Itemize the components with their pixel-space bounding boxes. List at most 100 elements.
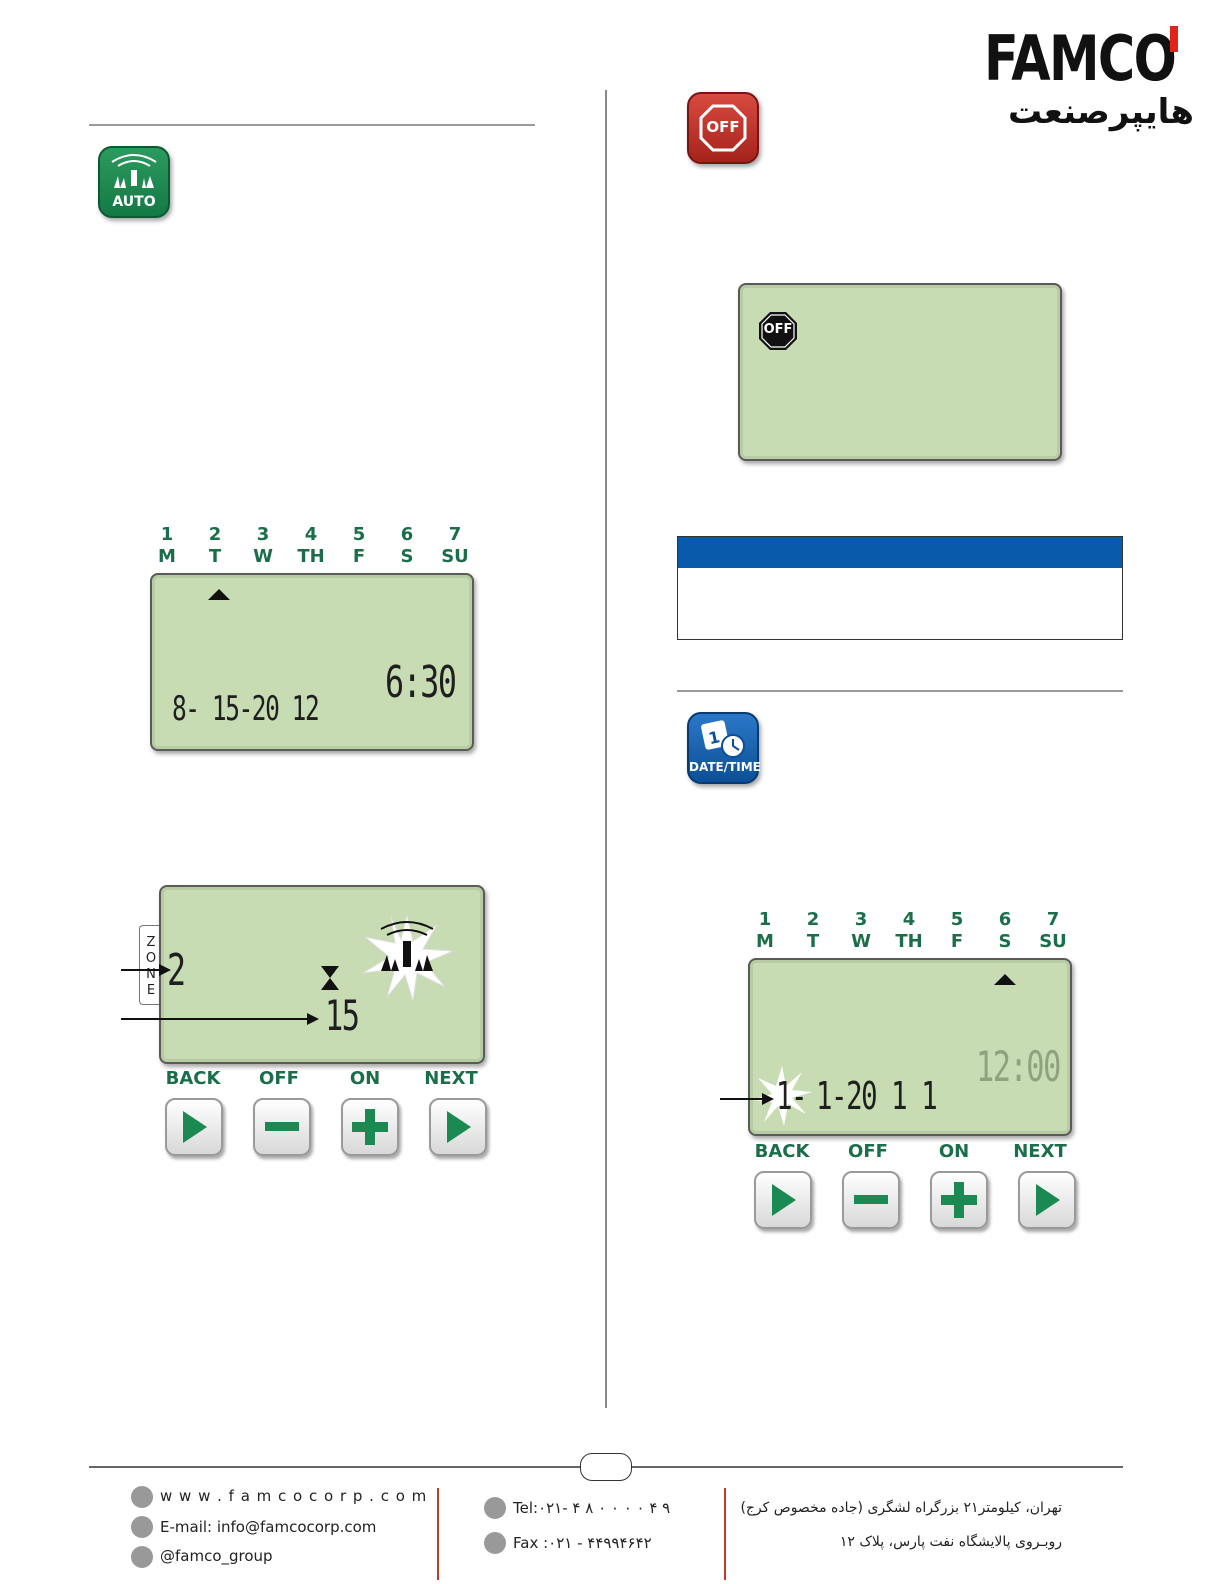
next-label: NEXT (1013, 1141, 1067, 1162)
zone-label: Z O N E (145, 935, 157, 998)
duration-value: 15 (325, 991, 360, 1040)
footer-address-line2: روبـروی پالایشگاه نفت پارس، پلاک ۱۲ (839, 1534, 1062, 1550)
page-number-tab (580, 1453, 632, 1481)
back-label: BACK (754, 1141, 810, 1162)
note-header-bar (678, 537, 1122, 568)
hourglass-icon (319, 965, 341, 995)
back-button[interactable] (165, 1098, 223, 1156)
note-box (677, 536, 1123, 640)
button-labels-right: BACK OFF ON NEXT (739, 1141, 1083, 1162)
minus-icon (265, 1122, 299, 1131)
day-indicator-icon (994, 974, 1016, 985)
duration-arrow (121, 1011, 321, 1030)
lcd-time-dim: 12:00 (976, 1042, 1061, 1091)
play-icon (772, 1184, 796, 1216)
web-icon (131, 1486, 153, 1508)
play-icon (183, 1111, 207, 1143)
calendar-clock-icon: 1 (701, 720, 745, 758)
footer-divider-1 (437, 1488, 439, 1580)
svg-text:1: 1 (707, 727, 722, 748)
auto-mode-icon: AUTO (98, 146, 170, 218)
play-icon (1036, 1184, 1060, 1216)
on-button[interactable] (341, 1098, 399, 1156)
next-button[interactable] (429, 1098, 487, 1156)
flash-burst-icon (752, 1066, 812, 1130)
lcd-off-stop-icon: OFF (758, 311, 798, 351)
zone-number: 2 (167, 945, 186, 996)
footer-email[interactable]: E-mail: info@famcocorp.com (160, 1518, 377, 1536)
minus-icon (854, 1195, 888, 1204)
logo-power-icon (1170, 26, 1178, 52)
off-label: OFF (848, 1141, 888, 1162)
zone-tab (139, 925, 160, 1005)
sprinkler-flash-icon (357, 911, 457, 1007)
off-icon-label: OFF (706, 118, 740, 136)
logo-subtitle: هایپرصنعت (1007, 92, 1194, 132)
off-label: OFF (259, 1068, 299, 1089)
right-mid-rule (677, 690, 1123, 692)
on-label: ON (938, 1141, 970, 1162)
button-row-right (754, 1171, 1076, 1229)
lcd-zone-display: Z O N E 2 15 (146, 885, 485, 1064)
left-top-rule (89, 124, 535, 126)
plus-icon (352, 1109, 388, 1145)
back-button[interactable] (754, 1171, 812, 1229)
day-indicator-icon (208, 589, 230, 600)
plus-icon (941, 1182, 977, 1218)
fax-icon (484, 1532, 506, 1554)
lcd-off-label: OFF (763, 322, 793, 337)
logo-text: FAMCO (984, 22, 1177, 95)
column-divider (605, 90, 607, 1408)
next-button[interactable] (1018, 1171, 1076, 1229)
off-button[interactable] (842, 1171, 900, 1229)
next-label: NEXT (424, 1068, 478, 1089)
datetime-label: DATE/TIME (689, 760, 761, 774)
lcd-date: 8- 15-20 12 (172, 689, 320, 729)
stop-sign-icon (699, 104, 747, 152)
footer-fax[interactable]: Fax :۰۲۱ - ۴۴۹۹۴۶۴۲ (513, 1534, 652, 1552)
phone-icon (484, 1497, 506, 1519)
datetime-mode-icon: 1 DATE/TIME (687, 712, 761, 784)
lcd-month: 1- (776, 1074, 808, 1118)
back-label: BACK (165, 1068, 221, 1089)
footer-instagram[interactable]: @famco_group (160, 1547, 273, 1565)
on-button[interactable] (930, 1171, 988, 1229)
lcd-datetime-display: 12:00 1- 1-20 1 1 (748, 958, 1072, 1136)
month-arrow (720, 1091, 776, 1110)
on-label: ON (349, 1068, 381, 1089)
lcd-date-rest: 1-20 1 1 (816, 1074, 938, 1118)
footer-divider-2 (724, 1488, 726, 1580)
mail-icon (131, 1516, 153, 1538)
footer-address-line1: تهران، کیلومتر۲۱ بزرگراه لشگری (جاده مخص… (740, 1500, 1062, 1516)
footer-website[interactable]: w w w . f a m c o c o r p . c o m (160, 1487, 428, 1505)
button-row-left (165, 1098, 487, 1156)
off-mode-icon: OFF (687, 92, 759, 164)
lcd-auto-display: 6:30 8- 15-20 12 (150, 573, 474, 751)
off-button[interactable] (253, 1098, 311, 1156)
footer-tel[interactable]: Tel:۰۲۱- ۴ ۸ ۰ ۰ ۰ ۰ ۴ ۹ (513, 1499, 671, 1517)
lcd-off-display: OFF (738, 283, 1062, 461)
button-labels-left: BACK OFF ON NEXT (150, 1068, 494, 1089)
famco-logo: FAMCO هایپرصنعت (984, 26, 1196, 144)
auto-label: AUTO (112, 194, 156, 210)
play-icon (447, 1111, 471, 1143)
zone-arrow (121, 962, 171, 981)
instagram-icon (131, 1546, 153, 1568)
sprinkler-icon (111, 154, 157, 188)
